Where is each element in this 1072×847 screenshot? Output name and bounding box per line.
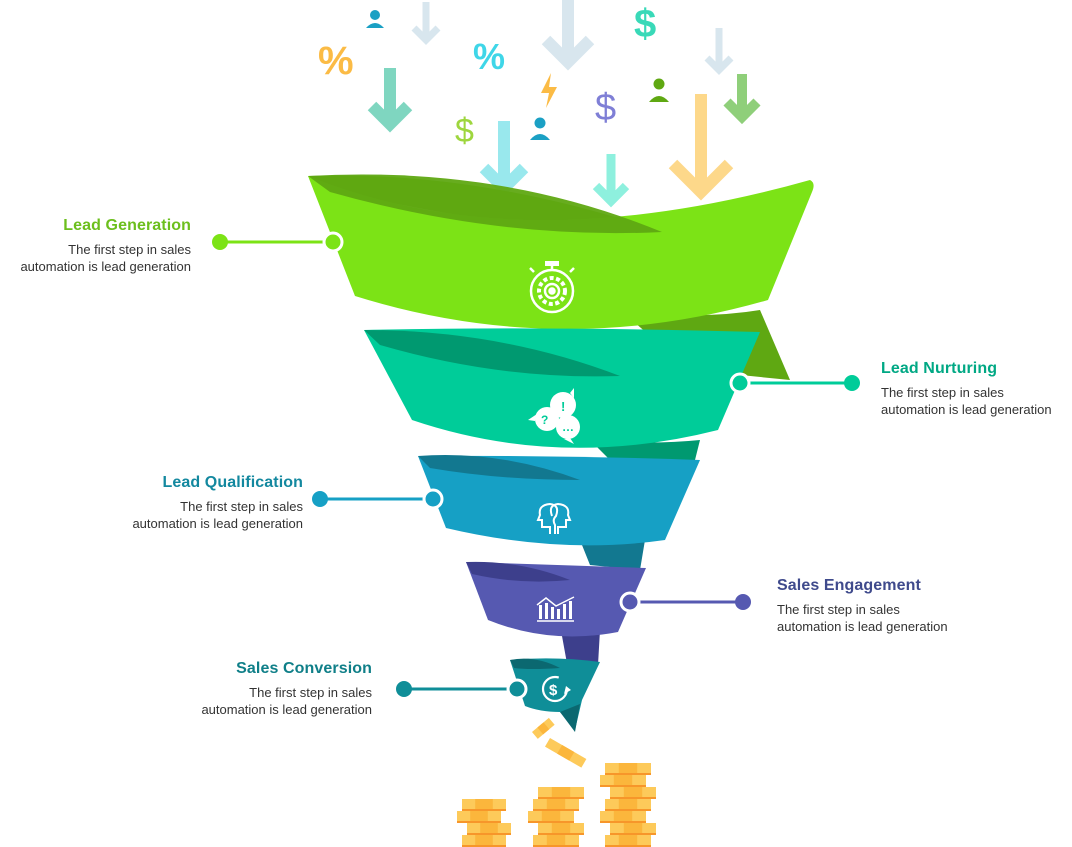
arrow-down-icon (592, 154, 630, 208)
coin-edge (528, 821, 574, 823)
coin-shade (546, 835, 566, 845)
description-line: automation is lead generation (201, 702, 372, 717)
connector-lead-nurturing (729, 372, 860, 394)
stage-label-lead-nurturing: Lead Nurturing The first step in sales a… (881, 360, 1072, 418)
coin-edge (533, 845, 579, 847)
description-line: automation is lead generation (881, 402, 1052, 417)
description-line: The first step in sales (68, 242, 191, 257)
coin-shade (618, 799, 638, 809)
svg-text:!: ! (561, 399, 565, 414)
stage-label-lead-qualification: Lead Qualification The first step in sal… (0, 474, 303, 532)
arrow-down-icon (479, 121, 529, 197)
funnel-stage-lead-qualification[interactable] (418, 455, 700, 546)
stage-description: The first step in sales automation is le… (881, 384, 1072, 418)
arrow-down-icon (541, 0, 595, 71)
description-line: automation is lead generation (20, 259, 191, 274)
stage-description: The first step in sales automation is le… (42, 684, 372, 718)
coin-edge (533, 809, 579, 811)
svg-text:…: … (562, 420, 574, 434)
dollar-cycle-icon: $ (541, 675, 571, 703)
speech-bubbles-icon: ! ? … (528, 388, 580, 444)
funnel-stage-sales-engagement[interactable] (466, 561, 646, 637)
coin-shade (613, 775, 633, 785)
lightning-icon (541, 73, 557, 108)
coin-edge (538, 833, 584, 835)
person-icon (530, 117, 550, 140)
coin-shade (613, 811, 633, 821)
coin-edge (462, 845, 506, 847)
stage-title: Lead Qualification (162, 474, 303, 491)
coin-edge (605, 773, 651, 775)
coin-edge (467, 833, 511, 835)
coin-shade (541, 811, 561, 821)
description-line: automation is lead generation (777, 619, 948, 634)
arrow-down-icon (704, 28, 734, 75)
arrow-down-icon (411, 2, 441, 45)
person-icon (366, 10, 384, 28)
coin-stack-left (457, 799, 511, 847)
connector-sales-engagement (619, 591, 751, 613)
funnel-stage-lead-generation[interactable] (308, 174, 814, 330)
falling-items: % % $ $ $ (318, 0, 761, 208)
stage-label-lead-generation: Lead Generation The first step in sales … (0, 217, 191, 275)
coin-shade (480, 823, 498, 833)
arrow-down-icon (367, 68, 413, 133)
funnel-stage-lead-nurturing[interactable] (364, 328, 760, 448)
description-line: The first step in sales (249, 685, 372, 700)
coin-shade (618, 835, 638, 845)
stage-title: Sales Engagement (777, 577, 921, 594)
funnel-stage-sales-conversion[interactable] (510, 658, 600, 732)
two-heads-icon (536, 502, 572, 534)
coin-edge (538, 797, 584, 799)
stage-title: Sales Conversion (236, 660, 372, 677)
svg-text:?: ? (541, 413, 548, 427)
description-line: The first step in sales (881, 385, 1004, 400)
connector-lead-generation (212, 231, 344, 253)
percent-icon: % (318, 39, 354, 83)
coin-shade (618, 763, 638, 773)
coin-edge (605, 809, 651, 811)
stage-description: The first step in sales automation is le… (0, 241, 191, 275)
coin-shade (475, 799, 493, 809)
coin-edge (610, 797, 656, 799)
coin-edge (600, 785, 646, 787)
coin-shade (551, 787, 571, 797)
stage-description: The first step in sales automation is le… (777, 601, 1072, 635)
coin-shade (623, 823, 643, 833)
bar-chart-trend-icon (536, 596, 575, 622)
connector-lead-qualification (312, 488, 444, 510)
dollar-icon: $ (595, 87, 616, 129)
coin-edge (600, 821, 646, 823)
coin-stack-middle (528, 787, 584, 847)
person-icon (649, 78, 669, 102)
arrow-down-icon (723, 74, 761, 125)
coin-shade (470, 811, 488, 821)
coin-edge (605, 845, 651, 847)
dollar-icon: $ (634, 2, 656, 46)
stage-label-sales-conversion: Sales Conversion The first step in sales… (42, 660, 372, 718)
coin-edge (457, 821, 501, 823)
stage-title: Lead Nurturing (881, 360, 998, 377)
coin-shade (475, 835, 493, 845)
description-line: The first step in sales (777, 602, 900, 617)
coin-shade (551, 823, 571, 833)
description-line: automation is lead generation (132, 516, 303, 531)
coin-edge (610, 833, 656, 835)
description-line: The first step in sales (180, 499, 303, 514)
stopwatch-gear-icon (529, 261, 575, 314)
connector-sales-conversion (396, 678, 528, 700)
coin-shade (623, 787, 643, 797)
stage-description: The first step in sales automation is le… (0, 498, 303, 532)
stage-title: Lead Generation (63, 217, 191, 234)
dollar-icon: $ (455, 112, 474, 150)
coin-stack-right (600, 763, 656, 847)
coin-shade (546, 799, 566, 809)
percent-icon: % (473, 36, 505, 77)
falling-coins (532, 717, 587, 768)
stage-label-sales-engagement: Sales Engagement The first step in sales… (777, 577, 1072, 635)
svg-text:$: $ (549, 682, 558, 699)
coin-edge (462, 809, 506, 811)
arrow-down-icon (668, 94, 734, 201)
